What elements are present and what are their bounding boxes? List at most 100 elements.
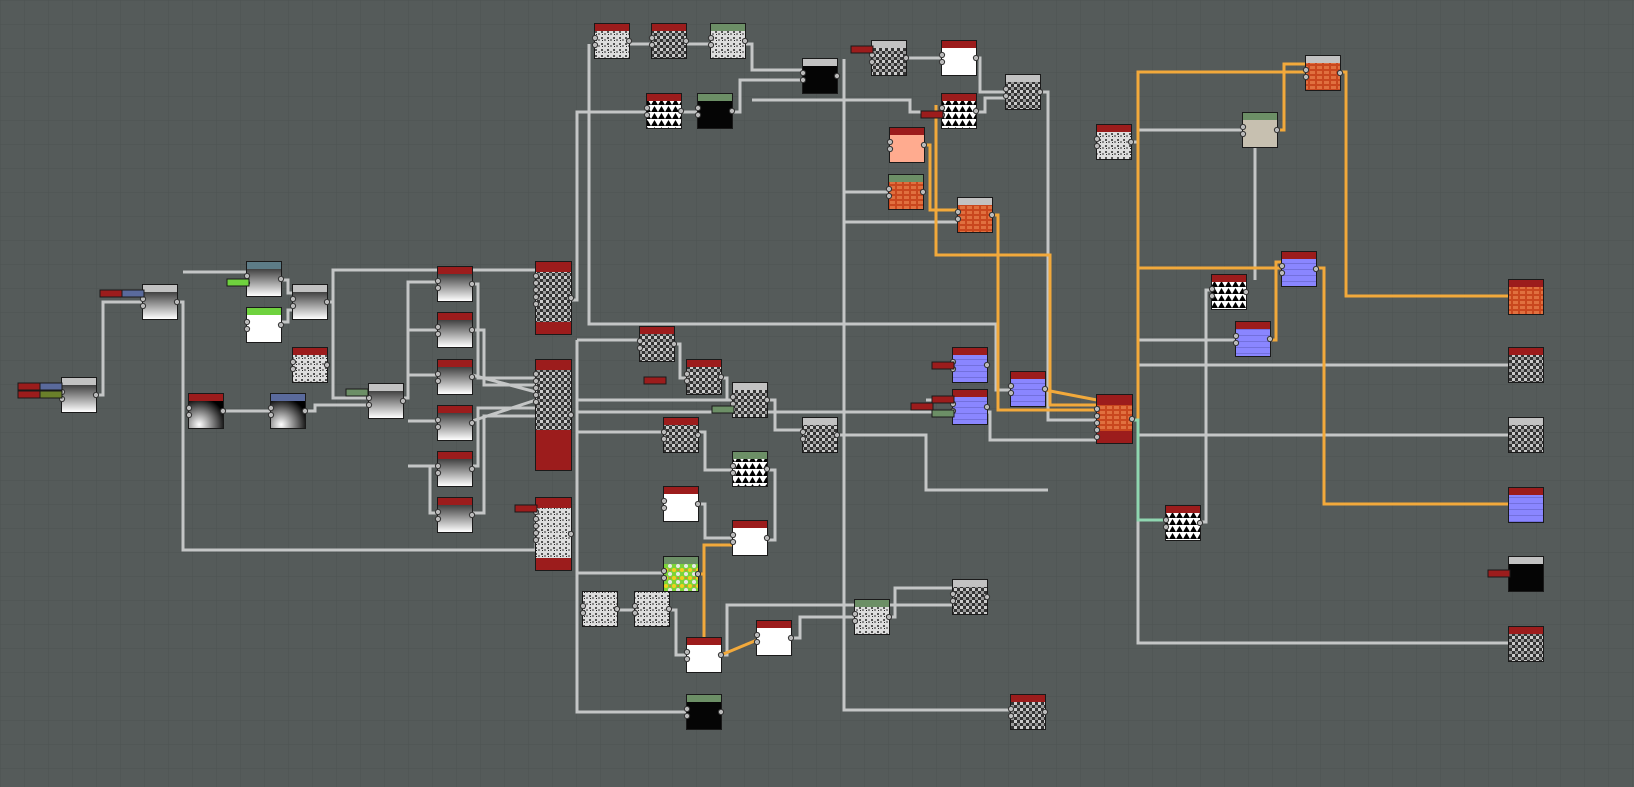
parameter-input-node[interactable] bbox=[99, 289, 123, 298]
graph-node[interactable] bbox=[185, 393, 227, 429]
wire[interactable] bbox=[767, 468, 777, 542]
input-port[interactable] bbox=[707, 41, 715, 49]
output-port[interactable] bbox=[833, 431, 841, 439]
input-port[interactable] bbox=[434, 330, 442, 338]
graph-node[interactable] bbox=[1508, 347, 1544, 383]
input-port[interactable] bbox=[532, 279, 540, 287]
graph-node[interactable] bbox=[683, 694, 725, 730]
graph-node[interactable] bbox=[729, 451, 771, 487]
input-port[interactable] bbox=[1093, 135, 1101, 143]
graph-node[interactable] bbox=[139, 284, 181, 320]
input-port[interactable] bbox=[1239, 123, 1247, 131]
graph-node[interactable] bbox=[579, 591, 621, 627]
parameter-input-node[interactable] bbox=[931, 395, 955, 404]
input-port[interactable] bbox=[949, 590, 957, 598]
output-port[interactable] bbox=[567, 530, 575, 538]
parameter-input-node[interactable] bbox=[1487, 569, 1511, 578]
graph-node[interactable] bbox=[949, 347, 991, 383]
output-port[interactable] bbox=[972, 54, 980, 62]
output-port[interactable] bbox=[468, 373, 476, 381]
input-port[interactable] bbox=[434, 469, 442, 477]
input-port[interactable] bbox=[185, 404, 193, 412]
wire[interactable] bbox=[669, 608, 687, 657]
wire[interactable] bbox=[408, 464, 438, 515]
graph-node[interactable] bbox=[1278, 251, 1320, 287]
graph-node[interactable] bbox=[243, 307, 285, 343]
input-port[interactable] bbox=[1302, 66, 1310, 74]
output-port[interactable] bbox=[468, 419, 476, 427]
input-port[interactable] bbox=[434, 508, 442, 516]
input-port[interactable] bbox=[591, 34, 599, 42]
wire[interactable] bbox=[1277, 62, 1306, 132]
wire[interactable] bbox=[934, 105, 1097, 407]
input-port[interactable] bbox=[365, 401, 373, 409]
output-port[interactable] bbox=[567, 294, 575, 302]
parameter-input-node[interactable] bbox=[931, 361, 955, 370]
wire[interactable] bbox=[791, 615, 855, 640]
parameter-input-node[interactable] bbox=[920, 110, 944, 119]
output-port[interactable] bbox=[1041, 385, 1049, 393]
output-port[interactable] bbox=[670, 340, 678, 348]
input-port[interactable] bbox=[1232, 339, 1240, 347]
input-port[interactable] bbox=[868, 58, 876, 66]
output-port[interactable] bbox=[902, 54, 910, 62]
input-port[interactable] bbox=[851, 617, 859, 625]
graph-node[interactable] bbox=[707, 23, 749, 59]
parameter-input-node[interactable] bbox=[345, 388, 369, 397]
input-port[interactable] bbox=[631, 602, 639, 610]
input-port[interactable] bbox=[799, 69, 807, 77]
graph-node[interactable] bbox=[532, 359, 575, 471]
output-port[interactable] bbox=[763, 465, 771, 473]
input-port[interactable] bbox=[1162, 523, 1170, 531]
graph-node[interactable] bbox=[683, 359, 725, 395]
input-port[interactable] bbox=[267, 411, 275, 419]
graph-node[interactable] bbox=[1508, 556, 1544, 592]
output-port[interactable] bbox=[323, 298, 331, 306]
input-port[interactable] bbox=[434, 284, 442, 292]
wire[interactable] bbox=[577, 410, 1097, 442]
graph-node[interactable] bbox=[648, 23, 690, 59]
wire[interactable] bbox=[1270, 260, 1282, 342]
graph-node[interactable] bbox=[729, 520, 771, 556]
input-port[interactable] bbox=[938, 58, 946, 66]
graph-node[interactable] bbox=[954, 197, 996, 233]
input-port[interactable] bbox=[885, 192, 893, 200]
graph-node[interactable] bbox=[1162, 505, 1204, 541]
output-port[interactable] bbox=[613, 605, 621, 613]
input-port[interactable] bbox=[694, 104, 702, 112]
graph-node[interactable] bbox=[532, 261, 575, 335]
output-port[interactable] bbox=[399, 397, 407, 405]
output-port[interactable] bbox=[1266, 335, 1274, 343]
parameter-input-node[interactable] bbox=[850, 45, 874, 54]
graph-node[interactable] bbox=[729, 382, 771, 418]
graph-node[interactable] bbox=[434, 359, 476, 395]
input-port[interactable] bbox=[631, 609, 639, 617]
input-port[interactable] bbox=[289, 358, 297, 366]
input-port[interactable] bbox=[532, 300, 540, 308]
input-port[interactable] bbox=[1007, 382, 1015, 390]
input-port[interactable] bbox=[729, 393, 737, 401]
input-port[interactable] bbox=[289, 295, 297, 303]
graph-node[interactable] bbox=[1208, 274, 1250, 310]
input-port[interactable] bbox=[1093, 426, 1101, 434]
wire[interactable] bbox=[767, 398, 803, 432]
graph-node[interactable] bbox=[1302, 55, 1344, 91]
output-port[interactable] bbox=[277, 275, 285, 283]
input-port[interactable] bbox=[579, 602, 587, 610]
input-port[interactable] bbox=[729, 531, 737, 539]
parameter-input-node[interactable] bbox=[931, 409, 955, 418]
parameter-input-node[interactable] bbox=[17, 382, 41, 391]
input-port[interactable] bbox=[799, 435, 807, 443]
wire[interactable] bbox=[698, 430, 733, 472]
graph-node[interactable] bbox=[1093, 394, 1136, 444]
wire[interactable] bbox=[331, 302, 369, 400]
parameter-input-node[interactable] bbox=[39, 382, 63, 391]
input-port[interactable] bbox=[1007, 705, 1015, 713]
graph-node[interactable] bbox=[1007, 694, 1049, 730]
output-port[interactable] bbox=[983, 593, 991, 601]
graph-node[interactable] bbox=[643, 93, 685, 129]
input-port[interactable] bbox=[434, 377, 442, 385]
graph-node[interactable] bbox=[1508, 417, 1544, 453]
graph-node[interactable] bbox=[683, 637, 725, 673]
output-port[interactable] bbox=[763, 534, 771, 542]
